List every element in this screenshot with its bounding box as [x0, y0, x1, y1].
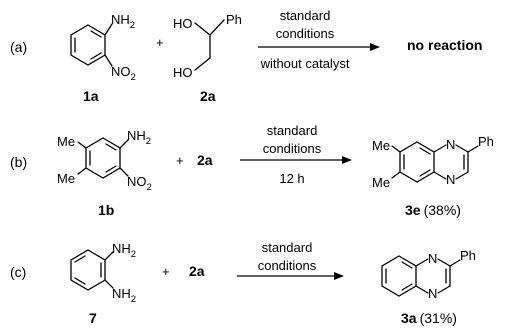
- molecule-1a: NH2 NO2 1a: [70, 12, 136, 104]
- row-a: (a) NH2 NO2 1a + HO Ph HO 2a standard co…: [10, 8, 482, 104]
- condition-text: without catalyst: [260, 56, 350, 71]
- bond-nh2: [104, 251, 114, 261]
- group-no2: NO2: [111, 64, 136, 83]
- bond-no2: [104, 54, 113, 67]
- condition-text: conditions: [276, 26, 335, 41]
- condition-text: conditions: [263, 141, 322, 156]
- reagent-id: 2a: [197, 152, 213, 168]
- ring-double-bond: [105, 165, 117, 173]
- compound-id: 3e: [405, 202, 421, 218]
- group-ph: Ph: [478, 134, 494, 149]
- pyrazine-bond: [437, 285, 451, 294]
- bond-me: [77, 141, 87, 149]
- bond-chain-bottom: [194, 57, 211, 71]
- molecule-1b: Me Me NH2 NO2 1b: [57, 128, 152, 218]
- bond-ph: [449, 259, 461, 267]
- group-ph: Ph: [460, 248, 476, 263]
- compound-label: 3e(38%): [405, 202, 461, 218]
- bond-chain-top: [194, 19, 225, 36]
- condition-text: standard: [262, 240, 313, 255]
- row-label: (c): [10, 264, 26, 280]
- bond-nh2: [104, 23, 113, 36]
- compound-id: 3a: [401, 310, 417, 326]
- group-me-bottom: Me: [57, 171, 75, 186]
- pyrazine-bond: [455, 171, 469, 180]
- arrow-head: [334, 272, 344, 280]
- product-3e: Me Me N N Ph 3e(38%): [372, 134, 494, 218]
- group-ho-top: HO: [173, 16, 193, 31]
- ring-double-bond: [74, 255, 86, 263]
- atom-n-bottom: N: [428, 286, 437, 301]
- ring-double-bond: [419, 147, 431, 155]
- arrow-head: [370, 43, 380, 51]
- condition-text: 12 h: [279, 171, 304, 186]
- group-nh2: NH2: [111, 12, 135, 31]
- product-3a: N N Ph 3a(31%): [381, 248, 476, 326]
- group-ph: Ph: [226, 12, 242, 27]
- group-no2: NO2: [127, 174, 152, 193]
- bond-me: [391, 171, 401, 179]
- reaction-arrow: standard conditions without catalyst: [258, 8, 380, 71]
- atom-n-top: N: [428, 251, 437, 266]
- ring-double-bond: [401, 261, 413, 269]
- pyrazine-bond: [455, 144, 469, 153]
- reagent-id: 2a: [189, 263, 205, 279]
- benzo-ring: [399, 141, 435, 183]
- row-c: (c) NH2 NH2 7 + 2a standard conditions: [10, 240, 476, 326]
- molecule-2a: HO Ph HO 2a: [173, 12, 242, 104]
- pyrazine-bond: [415, 258, 429, 267]
- benzene-ring: [70, 24, 106, 66]
- group-nh2: NH2: [127, 128, 151, 147]
- row-b: (b) Me Me NH2 NO2 1b + 2a standard condi…: [10, 123, 494, 218]
- benzene-ring: [70, 249, 106, 291]
- ring-double-bond: [90, 52, 102, 60]
- group-nh2-top: NH2: [112, 241, 136, 260]
- pyrazine-bond: [433, 144, 447, 153]
- pyrazine-bond: [415, 285, 429, 294]
- reaction-arrow: standard conditions: [237, 240, 344, 280]
- atom-n-bottom: N: [446, 172, 455, 187]
- compound-id: 7: [89, 310, 97, 326]
- bond-nh2: [104, 279, 114, 289]
- group-me-top: Me: [57, 134, 75, 149]
- pyrazine-bond: [437, 258, 451, 267]
- condition-text: conditions: [258, 258, 317, 273]
- molecule-7: NH2 NH2 7: [70, 241, 136, 326]
- condition-text: standard: [280, 8, 331, 23]
- reaction-arrow: standard conditions 12 h: [240, 123, 352, 186]
- yield-text: (38%): [424, 202, 461, 218]
- benzene-ring: [85, 137, 121, 179]
- plus-sign: +: [162, 264, 170, 279]
- group-me-top: Me: [372, 138, 390, 153]
- yield-text: (31%): [420, 310, 457, 326]
- row-label: (a): [10, 39, 27, 55]
- group-ho-bottom: HO: [173, 65, 193, 80]
- result-text: no reaction: [407, 37, 482, 53]
- bond-ph: [467, 145, 479, 153]
- pyrazine-bond: [433, 171, 447, 180]
- plus-sign: +: [156, 35, 164, 50]
- ring-double-bond: [90, 30, 102, 38]
- bond-me: [391, 145, 401, 153]
- arrow-head: [342, 156, 352, 164]
- ring-double-bond: [105, 143, 117, 151]
- bond-me: [77, 167, 87, 175]
- compound-id: 2a: [200, 88, 216, 104]
- bond-nh2: [119, 139, 129, 149]
- ring-double-bond: [401, 283, 413, 291]
- group-nh2-bottom: NH2: [112, 286, 136, 305]
- bond-no2: [119, 167, 129, 177]
- benzo-ring: [381, 255, 417, 297]
- plus-sign: +: [176, 153, 184, 168]
- condition-text: standard: [267, 123, 318, 138]
- compound-id: 1a: [83, 88, 99, 104]
- row-label: (b): [10, 154, 27, 170]
- compound-label: 3a(31%): [401, 310, 457, 326]
- compound-id: 1b: [98, 202, 114, 218]
- ring-double-bond: [74, 277, 86, 285]
- group-me-bottom: Me: [372, 175, 390, 190]
- atom-n-top: N: [446, 137, 455, 152]
- ring-double-bond: [419, 169, 431, 177]
